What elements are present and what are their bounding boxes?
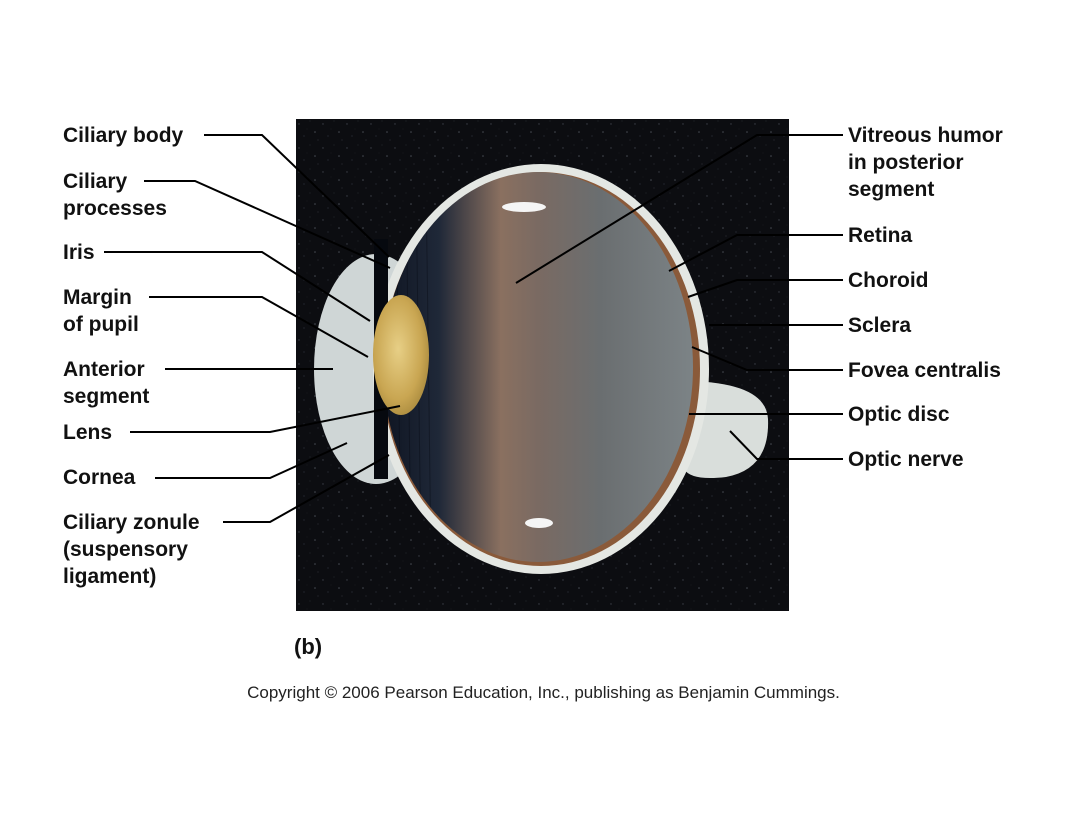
label-line: Fovea centralis [848,359,1001,382]
eye-section-photo [296,119,789,611]
label-retina: Retina [848,222,912,249]
label-line: Lens [63,421,113,444]
label-fovea-centralis: Fovea centralis [848,357,1001,384]
leader-optic-nerve [729,430,843,460]
label-line: Choroid [848,269,929,292]
label-line: of pupil [63,313,139,336]
label-choroid: Choroid [848,267,928,294]
leader-ciliary-processes [144,180,391,269]
label-line: in posterior [848,151,964,174]
label-vitreous-humor: Vitreous humor in posterior segment [848,122,1003,203]
label-line: Sclera [848,314,912,337]
panel-letter: (b) [294,634,323,659]
leader-vitreous-humor [515,134,843,284]
label-line: segment [63,385,150,408]
leader-ciliary-body [204,134,390,258]
label-line: Ciliary [63,170,128,193]
label-cornea: Cornea [63,464,135,491]
label-optic-nerve: Optic nerve [848,446,964,473]
label-ciliary-zonule: Ciliary zonule (suspensory ligament) [63,509,200,590]
leader-fovea-centralis [691,346,843,371]
leader-cornea [155,442,348,479]
leader-iris [104,251,371,322]
label-margin-of-pupil: Margin of pupil [63,284,139,338]
label-iris: Iris [63,239,95,266]
label-line: Iris [63,241,95,264]
label-line: ligament) [63,565,157,588]
leader-lens [130,405,401,433]
label-line: Vitreous humor [848,124,1003,147]
leader-ciliary-zonule [223,454,390,523]
label-line: Cornea [63,466,136,489]
label-sclera: Sclera [848,312,911,339]
label-line: Optic disc [848,403,950,426]
label-line: Ciliary zonule [63,511,200,534]
label-ciliary-processes: Ciliary processes [63,168,167,222]
label-line: segment [848,178,935,201]
label-optic-disc: Optic disc [848,401,950,428]
label-line: Ciliary body [63,124,184,147]
leader-choroid [687,279,843,298]
leader-margin-of-pupil [149,296,369,358]
label-line: processes [63,197,167,220]
label-line: Optic nerve [848,448,964,471]
leader-retina [668,234,843,272]
label-lens: Lens [63,419,112,446]
label-line: Margin [63,286,132,309]
label-line: (suspensory [63,538,188,561]
label-anterior-segment: Anterior segment [63,356,149,410]
label-line: Anterior [63,358,145,381]
label-line: Retina [848,224,913,247]
copyright-notice: Copyright © 2006 Pearson Education, Inc.… [247,683,840,702]
label-ciliary-body: Ciliary body [63,122,183,149]
